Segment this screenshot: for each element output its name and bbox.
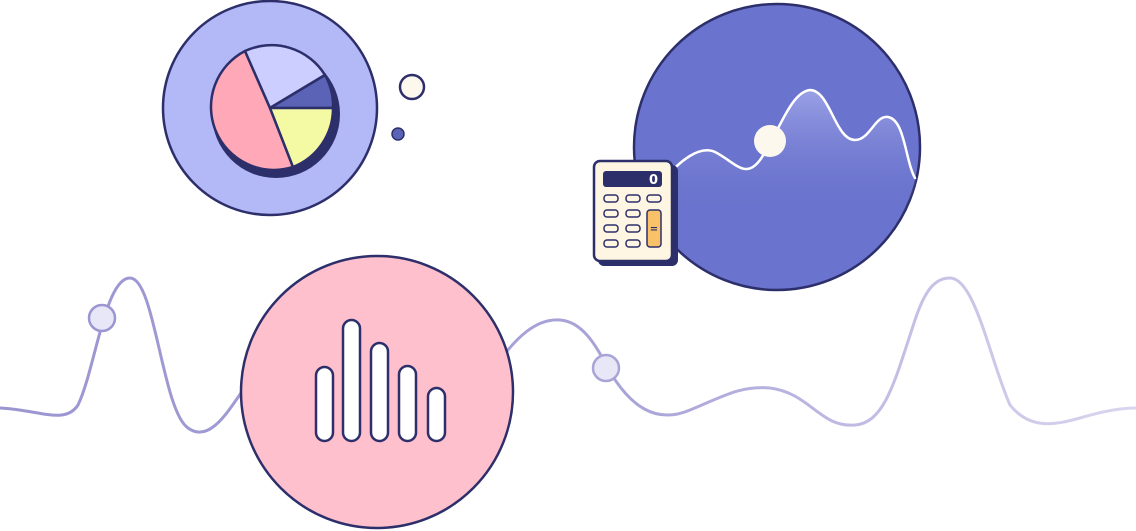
- line-chart-marker: [754, 125, 786, 157]
- calculator-key: [603, 239, 619, 248]
- calculator-key: [625, 209, 641, 218]
- calculator-key: [625, 239, 641, 248]
- calculator-display: [603, 171, 662, 187]
- calculator-display-value: 0: [649, 173, 658, 188]
- pie-slice-red: [209, 49, 295, 172]
- wave-node-left: [87, 303, 117, 333]
- bar-chart-bar: [426, 386, 447, 443]
- calculator-key: [603, 194, 619, 203]
- line-chart-line: [660, 88, 917, 184]
- calculator-key: [625, 224, 641, 233]
- line-chart-area: [662, 90, 920, 215]
- calculator-key: [603, 209, 619, 218]
- calculator-equals-label: =: [650, 224, 658, 235]
- calculator-key: [625, 194, 641, 203]
- decor-dot-navy: [391, 127, 405, 141]
- pie-slice-lavender: [243, 43, 327, 110]
- pie-slice-yellow: [268, 106, 335, 169]
- pie-chart-icon: [161, 0, 379, 217]
- background-wave-line: [0, 276, 1136, 434]
- bar-chart-bar: [369, 341, 390, 443]
- bar-chart-bar: [397, 364, 418, 443]
- calculator-key: [646, 194, 662, 203]
- bar-chart-bar: [341, 318, 362, 443]
- line-chart-icon: [632, 2, 922, 292]
- decor-dot-cream: [398, 73, 426, 101]
- bar-chart-icon: [239, 254, 515, 530]
- wave-node-middle: [591, 353, 621, 383]
- calculator-equals-key: [646, 209, 662, 248]
- calculator-icon: 0 =: [592, 159, 678, 266]
- calculator-key: [603, 224, 619, 233]
- bar-chart-bar: [314, 365, 335, 443]
